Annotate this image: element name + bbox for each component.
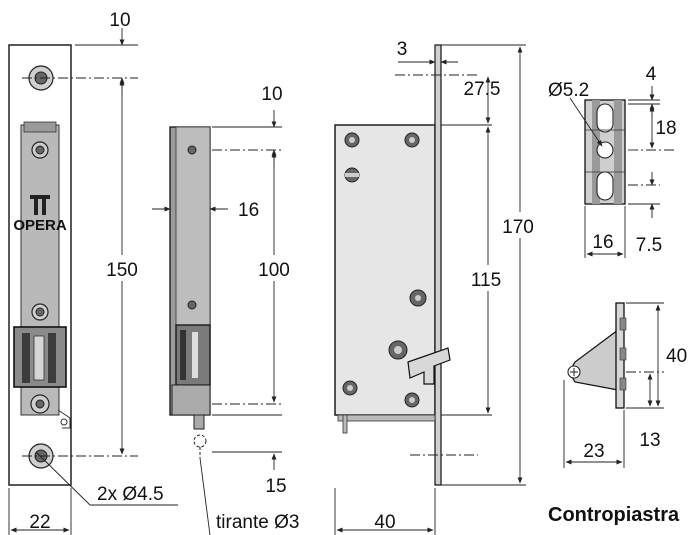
- body-top-cap: [23, 121, 57, 133]
- dim-10-side: 10: [261, 84, 282, 105]
- dim-3: 3: [397, 39, 408, 60]
- dim-100: 100: [258, 260, 290, 281]
- strike-slot-top: [596, 103, 614, 133]
- opera-logo-mark: [30, 195, 50, 215]
- strike-plate-front: Ø5.2 4 18 7.5 16: [548, 64, 677, 258]
- dim-22: 22: [29, 512, 50, 533]
- opera-logo-text: OPERA: [13, 217, 67, 234]
- side-view: 10 100 15 16 tirante Ø3: [152, 84, 299, 535]
- dim-16-plate: 16: [592, 232, 613, 253]
- dim-10-top: 10: [109, 10, 130, 31]
- strike-plate-side: 40 13 23 Contropiastra: [548, 302, 687, 526]
- strike-bracket: [570, 328, 619, 391]
- dim-23: 23: [583, 441, 604, 462]
- body-view: 3 27.5 115 170 40: [334, 39, 542, 535]
- dim-18: 18: [655, 118, 676, 139]
- dim-2x-diameter: 2x Ø4.5: [97, 484, 164, 505]
- strike-slot-bottom: [596, 171, 614, 201]
- dim-4: 4: [646, 64, 657, 85]
- dim-15: 15: [265, 476, 286, 497]
- dim-40-right: 40: [666, 346, 687, 367]
- dim-7-5: 7.5: [636, 235, 662, 256]
- dim-115: 115: [471, 270, 501, 291]
- contropiastra-label: Contropiastra: [548, 504, 680, 526]
- front-view: OPERA 10 150 22 2x Ø4.5: [8, 10, 178, 535]
- dim-150: 150: [106, 260, 138, 281]
- tirante-label: tirante Ø3: [216, 512, 299, 533]
- dim-13: 13: [639, 430, 660, 451]
- tirante-rod-end: [193, 434, 207, 448]
- faceplate-edge: [434, 44, 442, 486]
- dim-40-bottom: 40: [374, 512, 395, 533]
- dim-27-5: 27.5: [464, 79, 501, 100]
- strike-hole-center: [596, 141, 614, 159]
- dim-diameter-5-2: Ø5.2: [548, 80, 589, 101]
- dim-16-side: 16: [238, 200, 259, 221]
- hook-latch: [407, 347, 451, 385]
- dim-170: 170: [502, 217, 534, 238]
